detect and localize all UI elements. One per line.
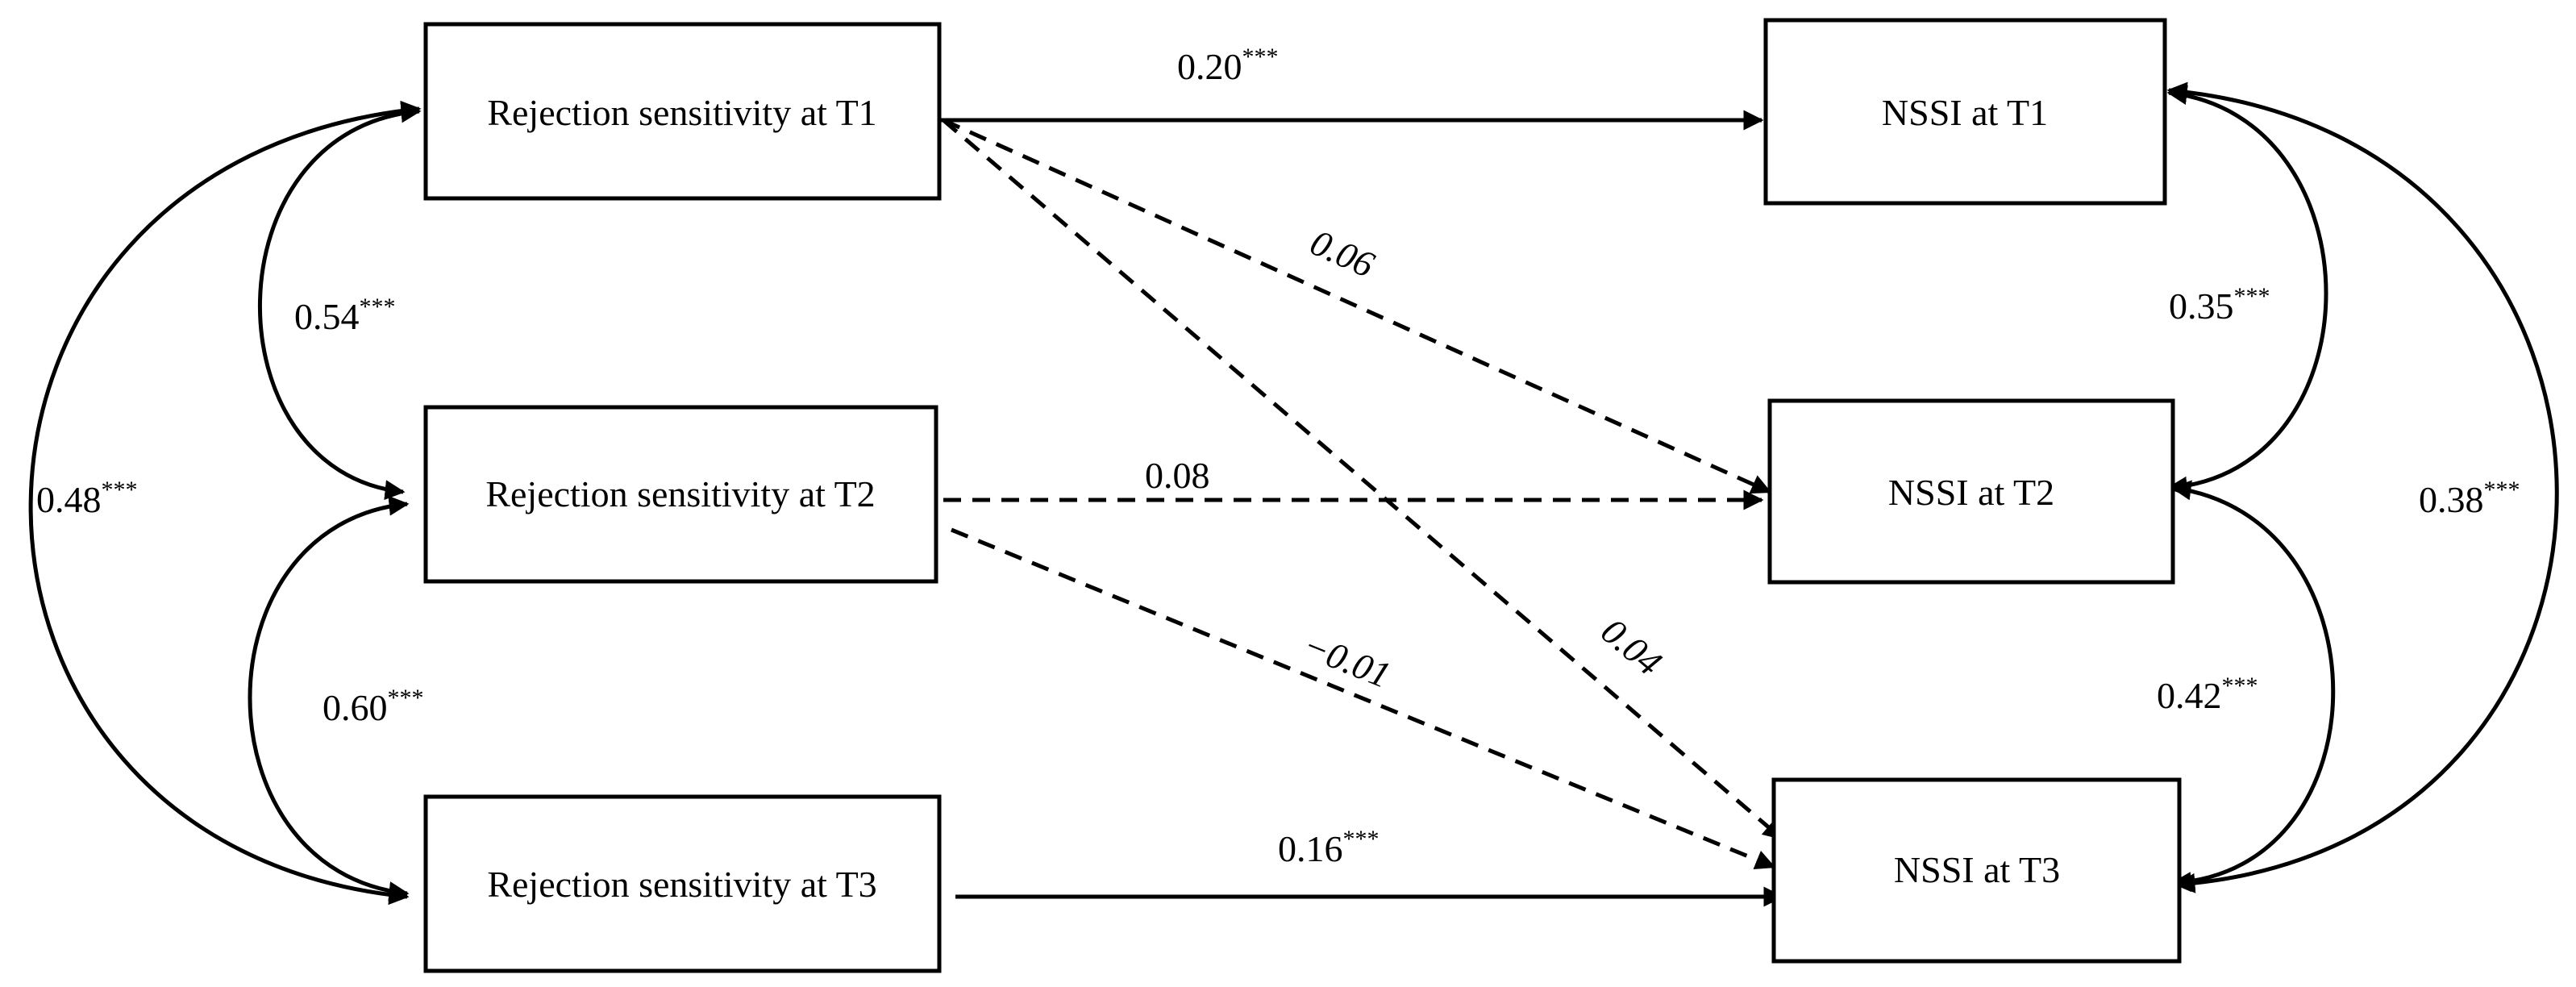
correlation-arc-rs2-rs3	[248, 495, 410, 902]
corr-rs2-rs3-sig: ***	[388, 685, 424, 711]
node-nssi-t3-label: NSSI at T3	[1894, 849, 2060, 890]
coef-rs2-nssi3-value: −0.01	[1297, 624, 1396, 696]
corr-nssi1-nssi2-sig: ***	[2234, 283, 2270, 310]
corr-rs2-rs3-value: 0.60	[323, 687, 388, 728]
coef-rs3-nssi3-value: 0.16	[1278, 828, 1343, 869]
coef-rs1-nssi2: 0.06	[1305, 222, 1380, 285]
corr-nssi1-nssi2: 0.35***	[2169, 283, 2270, 327]
corr-nssi2-nssi3-value: 0.42	[2157, 675, 2222, 716]
node-nssi-t3: NSSI at T3	[1771, 777, 2182, 964]
coef-rs1-nssi2-value: 0.06	[1305, 222, 1380, 285]
corr-nssi2-nssi3: 0.42***	[2157, 673, 2258, 716]
corr-nssi1-nssi3-sig: ***	[2484, 477, 2520, 503]
node-rs-t1: Rejection sensitivity at T1	[423, 22, 942, 201]
corr-rs1-rs3: 0.48***	[36, 477, 138, 520]
corr-nssi1-nssi2-value: 0.35	[2169, 285, 2234, 327]
corr-rs1-rs3-sig: ***	[102, 477, 138, 503]
corr-rs2-rs3: 0.60***	[323, 685, 424, 728]
path-rs1-nssi3	[942, 119, 1783, 840]
node-nssi-t2: NSSI at T2	[1767, 398, 2175, 585]
corr-nssi2-nssi3-sig: ***	[2222, 673, 2258, 699]
correlation-arc-nssi2-nssi3	[2170, 480, 2336, 893]
node-nssi-t1-label: NSSI at T1	[1882, 92, 2048, 133]
node-nssi-t2-label: NSSI at T2	[1888, 472, 2054, 513]
coef-rs2-nssi2-value: 0.08	[1145, 455, 1210, 496]
coef-rs1-nssi1-sig: ***	[1242, 44, 1279, 70]
node-rs-t2-label: Rejection sensitivity at T2	[485, 473, 875, 514]
coef-rs2-nssi2: 0.08	[1145, 455, 1210, 496]
correlation-arc-nssi1-nssi2	[2166, 85, 2328, 497]
correlation-arc-rs1-rs2	[257, 102, 422, 501]
corr-rs1-rs2-value: 0.54	[294, 296, 360, 337]
correlation-arc-rs1-rs3	[28, 100, 422, 906]
corr-rs1-rs2-sig: ***	[360, 294, 396, 320]
node-rs-t3-label: Rejection sensitivity at T3	[487, 864, 876, 905]
coef-rs3-nssi3: 0.16***	[1278, 826, 1380, 869]
correlation-arc-nssi1-nssi3	[2166, 81, 2559, 893]
node-rs-t1-label: Rejection sensitivity at T1	[487, 92, 876, 133]
path-rs2-nssi3	[951, 527, 1776, 870]
coef-rs1-nssi1: 0.20***	[1177, 44, 1279, 87]
coef-rs1-nssi3: 0.04	[1594, 610, 1670, 684]
node-nssi-t1: NSSI at T1	[1763, 18, 2167, 206]
coef-rs1-nssi1-value: 0.20	[1177, 46, 1242, 87]
node-rs-t3: Rejection sensitivity at T3	[423, 794, 942, 973]
coef-rs1-nssi3-value: 0.04	[1594, 610, 1670, 684]
node-rs-t2: Rejection sensitivity at T2	[423, 405, 938, 584]
coef-rs3-nssi3-sig: ***	[1343, 826, 1380, 852]
corr-rs1-rs3-value: 0.48	[36, 479, 102, 520]
corr-nssi1-nssi3: 0.38***	[2419, 477, 2520, 520]
corr-nssi1-nssi3-value: 0.38	[2419, 479, 2484, 520]
path-rs1-nssi2	[942, 118, 1772, 494]
coef-rs2-nssi3: −0.01	[1297, 624, 1396, 696]
corr-rs1-rs2: 0.54***	[294, 294, 396, 337]
